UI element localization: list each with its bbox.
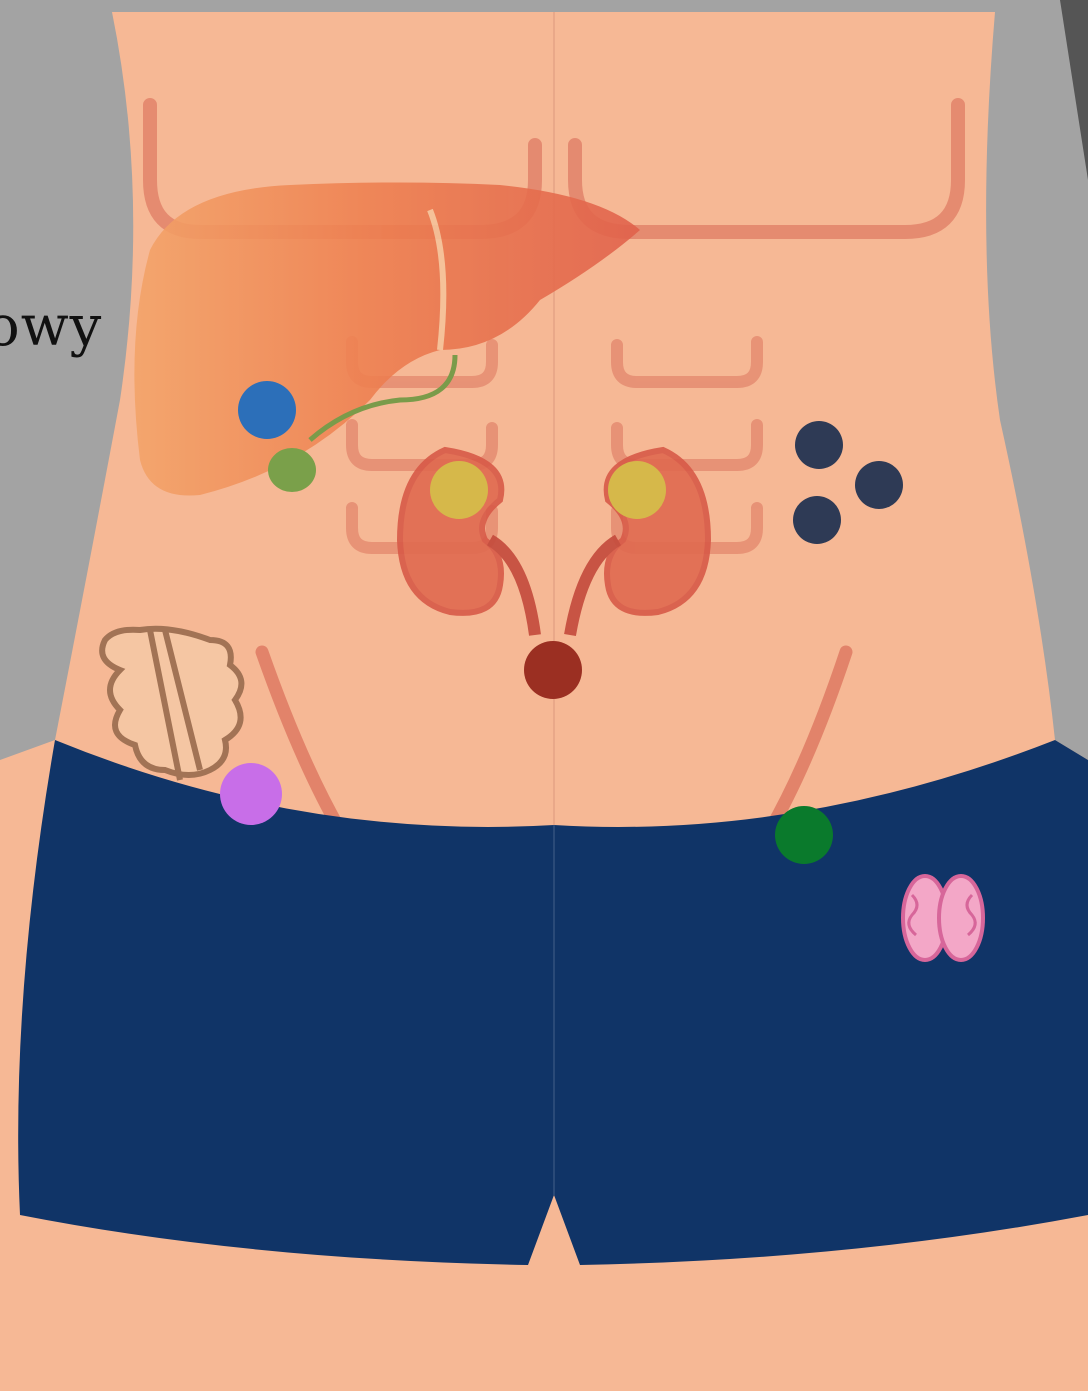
marker-kidney-left[interactable]	[608, 461, 666, 519]
marker-spleen-1[interactable]	[795, 421, 843, 469]
marker-kidney-right[interactable]	[430, 461, 488, 519]
marker-liver[interactable]	[238, 381, 296, 439]
background-shadow	[1060, 0, 1088, 180]
marker-bladder[interactable]	[524, 641, 582, 699]
marker-spleen-2[interactable]	[855, 461, 903, 509]
gallbladder-icon	[268, 448, 316, 492]
marker-spleen-3[interactable]	[793, 496, 841, 544]
marker-appendix[interactable]	[220, 763, 282, 825]
marker-ovary[interactable]	[775, 806, 833, 864]
